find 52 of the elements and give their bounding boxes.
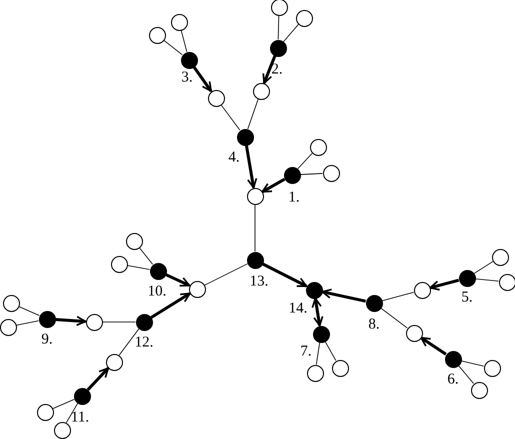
- arrow: [150, 292, 191, 319]
- node-label: 2.: [271, 62, 283, 78]
- node-label: 5.: [461, 290, 473, 306]
- edge-line: [283, 24, 299, 42]
- arrow: [86, 367, 110, 391]
- node-label: 12.: [134, 336, 154, 350]
- arrow: [165, 273, 190, 287]
- arrow: [55, 316, 86, 326]
- node-label: 6.: [447, 372, 459, 388]
- arrow: [192, 66, 212, 92]
- edge-line: [138, 247, 154, 265]
- edge-line: [300, 173, 323, 175]
- arrow: [312, 298, 324, 326]
- edge-line: [16, 320, 40, 326]
- node-label: 7.: [300, 344, 312, 360]
- edge-line: [66, 402, 78, 424]
- edge-line: [18, 306, 40, 316]
- arrow: [262, 55, 276, 84]
- edge-line: [297, 152, 313, 170]
- node-label: 11.: [70, 410, 90, 426]
- edge-line: [380, 308, 408, 328]
- node-label: 13.: [250, 274, 268, 290]
- edge-line: [475, 278, 499, 282]
- arrow: [429, 278, 460, 291]
- node-label: 1.: [288, 190, 300, 206]
- node-label: 3.: [181, 70, 193, 86]
- arrow: [321, 288, 366, 303]
- edge-line: [126, 265, 150, 270]
- edge-line: [220, 104, 240, 131]
- edge-line: [52, 398, 75, 410]
- edge-line: [324, 341, 336, 361]
- arrow: [244, 145, 258, 188]
- node-label: 9.: [41, 332, 53, 348]
- node-label: 10.: [148, 284, 166, 300]
- edge-line: [204, 263, 248, 286]
- edge-line: [163, 40, 183, 56]
- edge-line: [118, 328, 140, 356]
- edge-line: [316, 342, 320, 365]
- edge-line: [458, 365, 474, 384]
- arrow: [262, 178, 286, 194]
- edge-line: [278, 15, 280, 40]
- edge-line: [382, 292, 414, 302]
- node-label: 8.: [368, 318, 380, 332]
- arrow: [262, 262, 308, 288]
- arrow: [420, 336, 447, 356]
- node-label: 14.: [288, 302, 308, 316]
- node-label: 4.: [228, 150, 240, 166]
- edge-line: [254, 204, 256, 252]
- edge-line: [180, 30, 188, 52]
- edge-line: [474, 261, 494, 274]
- edge-line: [247, 98, 259, 130]
- edge-line: [460, 360, 484, 366]
